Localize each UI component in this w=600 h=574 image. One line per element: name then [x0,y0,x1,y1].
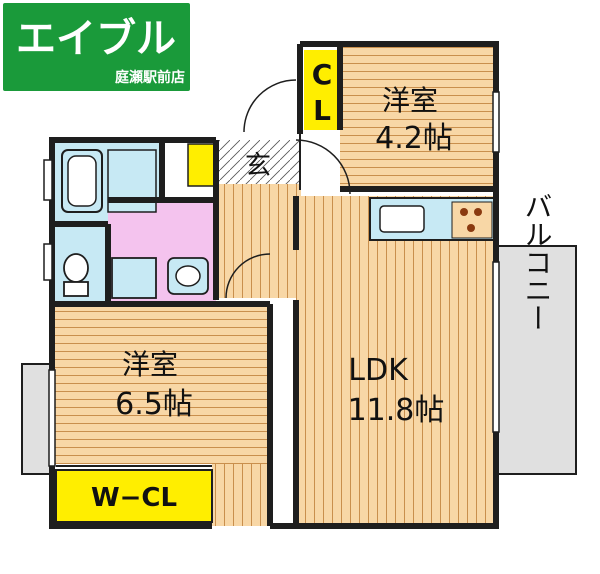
toilet-bowl [63,253,89,283]
bathtub-basin [67,155,97,207]
western-large-name: 洋室 [122,348,178,381]
stove [451,201,493,239]
western-small-name: 洋室 [382,84,438,117]
logo-branch-text: 庭瀬駅前店 [115,69,185,86]
balcony-label: バルコニー [521,192,554,332]
thin-lines [56,134,301,467]
burner-3-icon [467,224,475,232]
door-swings [225,79,351,299]
logo-background [3,3,190,91]
closet-top [304,50,340,130]
toilet-tank [63,281,89,297]
able-logo: エイブル 庭瀬駅前店 [3,3,190,91]
burner-1-icon [460,208,468,216]
logo-brand-text: エイブル [16,16,176,62]
side-window-box [21,363,51,475]
western-room-small-floor [340,44,494,189]
washing-machine-space [111,257,157,299]
ldk-size: 11.8帖 [348,393,445,428]
balcony [497,245,577,475]
burner-2-icon [474,208,482,216]
walkin-closet-label: W−CL [91,483,177,513]
western-room-large-floor [52,304,270,464]
entrance-floor [217,140,301,184]
walkin-closet [55,469,213,523]
western-small-size: 4.2帖 [375,121,453,156]
kitchen-sink [379,205,425,233]
western-large-size: 6.5帖 [115,387,193,422]
shoe-cabinet [187,143,215,187]
ldk-floor [296,196,496,526]
closet-top-label-c: C [312,58,333,91]
closet-top-label-l: L [313,94,331,127]
washbasin-bowl [175,265,201,287]
closet-corridor-floor [212,464,270,526]
windows [43,91,500,467]
ldk-name: LDK [348,353,409,388]
entrance-label: 玄 [245,151,271,181]
